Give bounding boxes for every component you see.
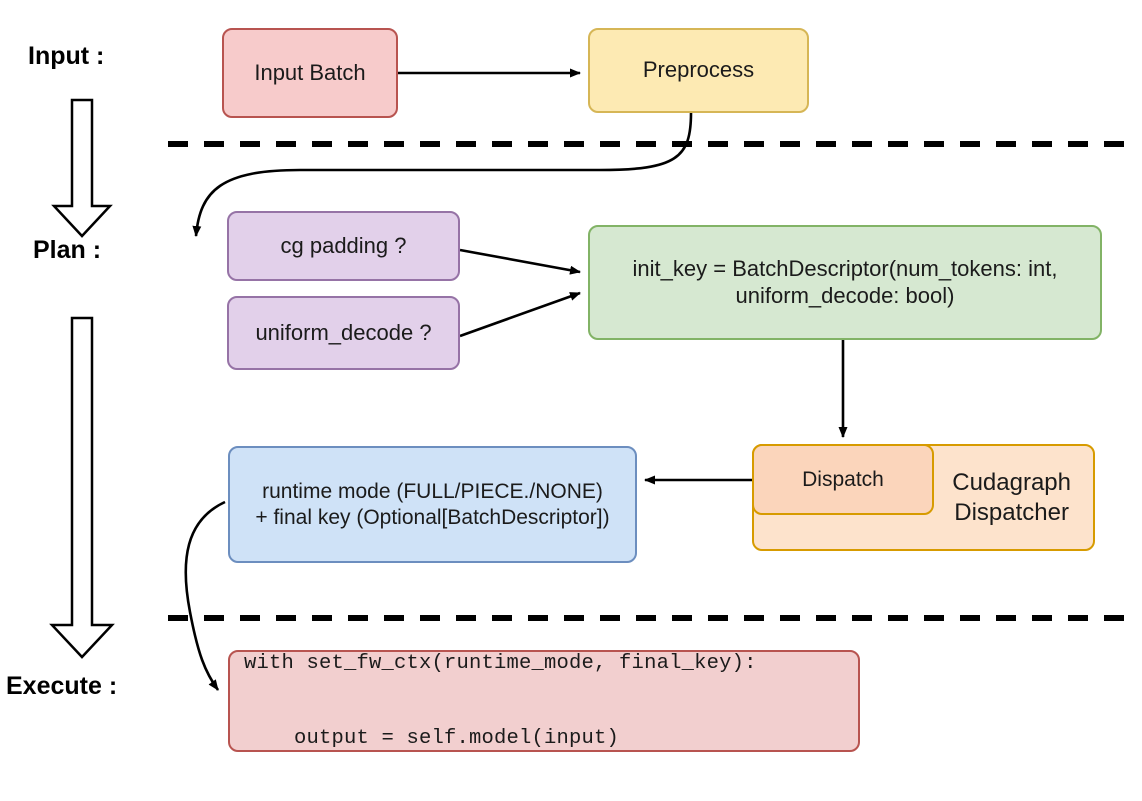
node-uniform-decode-label: uniform_decode ? [255, 319, 432, 345]
node-preprocess[interactable]: Preprocess [588, 28, 809, 113]
node-cudagraph-dispatcher-text: Cudagraph Dispatcher [952, 468, 1071, 527]
node-cudagraph-dispatcher-line2: Dispatcher [954, 498, 1069, 526]
node-cg-padding[interactable]: cg padding ? [227, 211, 460, 281]
node-cudagraph-dispatcher-line1: Cudagraph [952, 469, 1071, 497]
stage-label-plan: Plan : [33, 236, 102, 264]
node-init-key-line2: uniform_decode: bool) [735, 282, 955, 308]
stage-arrow-input-to-plan [51, 98, 113, 238]
node-dispatch[interactable]: Dispatch [752, 444, 934, 515]
node-uniform-decode[interactable]: uniform_decode ? [227, 296, 460, 370]
node-runtime-mode-line2: + final key (Optional[BatchDescriptor]) [255, 505, 610, 529]
stage-label-input: Input : [28, 42, 105, 70]
node-preprocess-label: Preprocess [642, 57, 755, 83]
node-input-batch[interactable]: Input Batch [222, 28, 398, 118]
connector-layer [49, 68, 1135, 691]
node-runtime-mode-text: runtime mode (FULL/PIECE./NONE) + final … [255, 479, 609, 530]
node-cg-padding-label: cg padding ? [280, 232, 407, 258]
node-runtime-mode-line1: runtime mode (FULL/PIECE./NONE) [262, 479, 603, 503]
diagram-canvas: Input : Plan : Execute : Input Batch Pre… [6, 28, 1135, 752]
node-code-text: with set_fw_ctx(runtime_mode, final_key)… [244, 601, 757, 801]
node-init-key[interactable]: init_key = BatchDescriptor(num_tokens: i… [588, 225, 1102, 340]
stage-label-execute: Execute : [6, 672, 118, 700]
arrow-preprocess-to-cg-padding [192, 112, 693, 237]
node-init-key-line1: init_key = BatchDescriptor(num_tokens: i… [632, 255, 1058, 281]
arrow-cg-padding-to-init-key [459, 248, 581, 275]
node-code-line1: with set_fw_ctx(runtime_mode, final_key)… [244, 652, 757, 675]
node-code-line2: output = self.model(input) [244, 727, 620, 750]
node-runtime-mode[interactable]: runtime mode (FULL/PIECE./NONE) + final … [228, 446, 637, 563]
arrow-runtime-mode-to-code [184, 500, 226, 691]
node-input-batch-label: Input Batch [254, 59, 366, 85]
node-code-block[interactable]: with set_fw_ctx(runtime_mode, final_key)… [228, 650, 860, 752]
stage-arrow-plan-to-execute [49, 316, 115, 659]
node-init-key-text: init_key = BatchDescriptor(num_tokens: i… [633, 256, 1058, 310]
arrow-uniform-decode-to-init-key [459, 291, 581, 338]
node-dispatch-label: Dispatch [802, 467, 884, 491]
